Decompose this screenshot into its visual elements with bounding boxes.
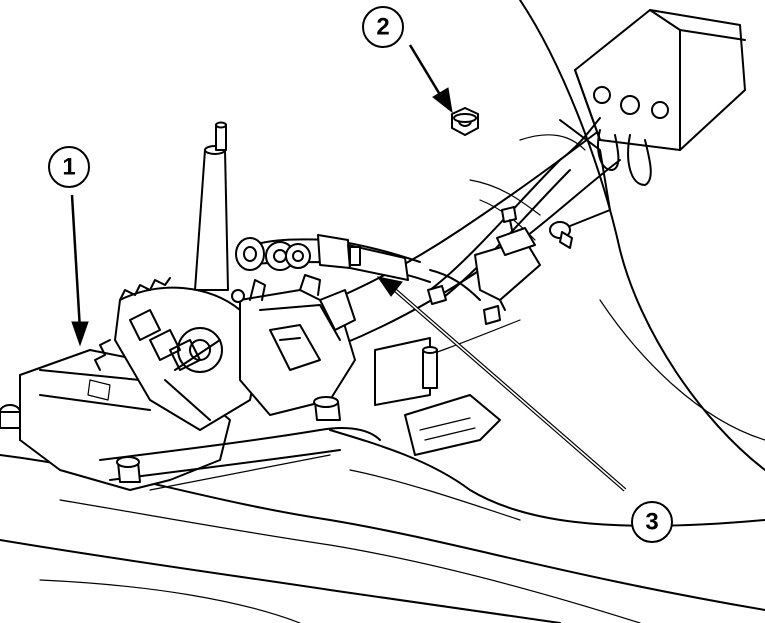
- housing-bolts: [0, 289, 341, 483]
- callout-2: 2: [362, 6, 404, 48]
- bolt-4: [483, 305, 501, 325]
- callout-3: 3: [631, 501, 673, 543]
- bolt-2: [549, 221, 573, 249]
- shifter-housing: [19, 274, 381, 491]
- housing-bolt-2: [116, 456, 141, 483]
- callout-1-label: 1: [62, 154, 75, 181]
- callout-1: 1: [48, 146, 90, 188]
- callout-leaders: [70, 44, 627, 492]
- housing-bolt-3: [313, 396, 341, 421]
- mounting-bracket: [519, 9, 746, 231]
- bolt-1: [501, 206, 517, 231]
- callout-3-label: 3: [645, 509, 658, 536]
- housing-bolt-4: [231, 289, 245, 303]
- bolt-3: [427, 285, 447, 305]
- mounting-bolts: [427, 107, 573, 325]
- shift-cable: [235, 234, 481, 301]
- cable-harness: [429, 117, 601, 311]
- shift-lever: [194, 121, 229, 291]
- hex-nut: [451, 107, 479, 136]
- housing-bolt-1: [0, 404, 21, 429]
- callout-2-label: 2: [376, 14, 389, 41]
